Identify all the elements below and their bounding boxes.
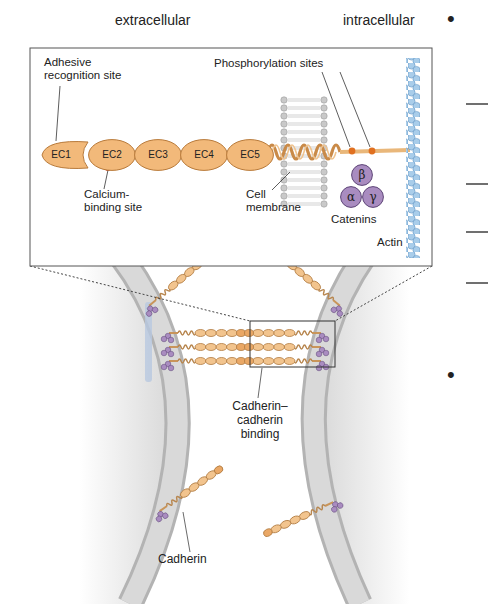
zoom-line [335,266,432,321]
catenin-circle: γ [362,186,384,208]
node-text: EC4 [194,150,213,160]
ec-domain: EC3 [134,139,182,171]
ec-domain: EC5 [226,139,274,171]
label-text: Calcium-binding site [84,188,156,214]
phosphorylation-dot [349,148,356,155]
node-text: γ [369,191,376,203]
leader-lines [56,72,370,190]
transmembrane-helix [268,145,410,159]
bullet: • [447,362,455,387]
label-text: Catenins [331,213,376,226]
ec-domain: EC1 [40,139,90,171]
label-text: intracellular [343,12,415,28]
catenin-circle: β [351,164,373,186]
node-text: β [359,169,366,181]
actin-filament [406,58,420,258]
zoom-box [250,321,335,367]
bullet: • [447,6,455,31]
label-text: extracellular [115,12,190,28]
label-text: Actin [377,236,403,249]
cadherin-strands [141,254,348,543]
label-text: Cell membrane [246,188,306,214]
label-text: Adhesive recognition site [44,56,144,82]
zoom-line [30,266,250,321]
ec-domain: EC2 [88,139,136,171]
node-text: EC5 [240,150,259,160]
label-text: Phosphorylation sites [214,57,323,70]
phosphorylation-dot [369,148,376,155]
cell-illustration [0,255,488,604]
leader-line [258,368,262,398]
label-text: Cadherin [158,553,207,567]
ec-domain: EC4 [180,139,228,171]
inset-frame [30,48,432,266]
catenin-circle: α [340,186,362,208]
node-text: EC2 [102,150,121,160]
node-text: α [347,191,355,203]
slide-dashes [466,104,488,283]
label-text: Cadherin–cadherin binding [218,400,302,441]
leader-line [183,512,190,552]
node-text: EC3 [148,150,167,160]
node-text: EC1 [51,150,70,160]
